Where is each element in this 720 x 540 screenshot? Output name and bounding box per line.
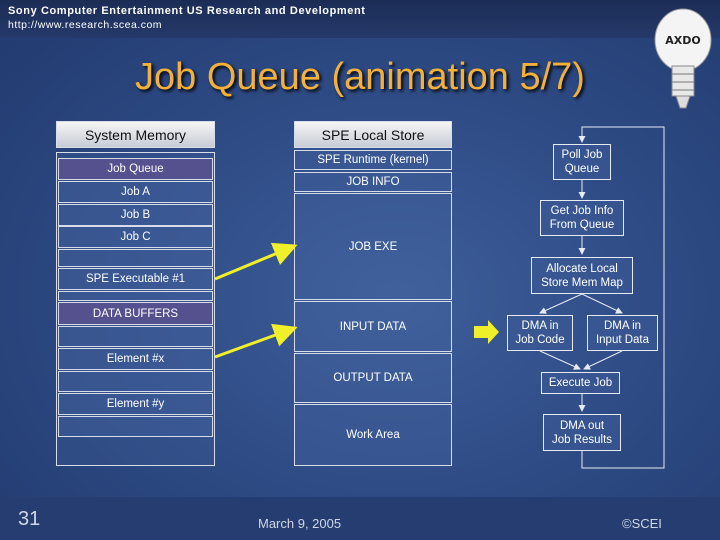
- spe-local-store-header: SPE Local Store: [294, 121, 452, 148]
- spe-job-info: JOB INFO: [294, 172, 452, 192]
- page-number: 31: [18, 508, 41, 530]
- logo: AXDO: [648, 4, 718, 114]
- exe-load-arrow: [214, 242, 298, 281]
- sysmem-empty-5: [58, 416, 213, 437]
- slide-title: Job Queue (animation 5/7): [135, 56, 585, 98]
- flow-execute-job: Execute Job: [541, 372, 620, 394]
- sysmem-empty-2: [58, 291, 213, 301]
- sysmem-data-buffers: DATA BUFFERS: [58, 302, 213, 325]
- current-step-arrow: [474, 320, 499, 344]
- sysmem-job-a: Job A: [58, 181, 213, 203]
- lightbulb-icon: [654, 8, 712, 109]
- flow-get-job-info: Get Job Info From Queue: [540, 200, 624, 236]
- flow-allocate-to-code: [539, 293, 583, 314]
- sysmem-job-queue: Job Queue: [58, 158, 213, 180]
- flow-loop-back: [578, 126, 665, 469]
- flow-input-to-execute: [583, 350, 623, 370]
- sysmem-element-x: Element #x: [58, 348, 213, 370]
- sysmem-empty-3: [58, 326, 213, 347]
- sysmem-job-c: Job C: [58, 226, 213, 248]
- flow-allocate-local-store: Allocate Local Store Mem Map: [531, 257, 633, 294]
- footer-bar: [0, 497, 720, 540]
- sysmem-empty-1: [58, 249, 213, 267]
- footer-copyright: ©SCEI: [622, 516, 662, 531]
- input-load-arrow: [214, 323, 298, 359]
- sysmem-element-y: Element #y: [58, 393, 213, 415]
- spe-output-data: OUTPUT DATA: [294, 353, 452, 403]
- spe-input-data: INPUT DATA: [294, 301, 452, 352]
- company-url: http://www.research.scea.com: [8, 19, 163, 31]
- system-memory-header: System Memory: [56, 121, 215, 148]
- sysmem-spe-executable: SPE Executable #1: [58, 268, 213, 290]
- flow-dma-out-results: DMA out Job Results: [543, 414, 621, 451]
- spe-work-area: Work Area: [294, 404, 452, 466]
- logo-text: AXDO: [665, 34, 701, 47]
- flow-code-to-execute: [539, 350, 581, 370]
- sysmem-job-b: Job B: [58, 204, 213, 226]
- flow-dma-in-job-code: DMA in Job Code: [507, 315, 573, 351]
- company-name: Sony Computer Entertainment US Research …: [8, 5, 366, 17]
- header-bar: [0, 0, 720, 38]
- flow-dma-in-input-data: DMA in Input Data: [587, 315, 658, 351]
- sysmem-empty-4: [58, 371, 213, 392]
- spe-runtime-kernel: SPE Runtime (kernel): [294, 150, 452, 170]
- flow-allocate-to-input: [581, 293, 623, 314]
- footer-date: March 9, 2005: [258, 516, 342, 531]
- flow-poll-job-queue: Poll Job Queue: [553, 144, 611, 180]
- spe-job-exe: JOB EXE: [294, 193, 452, 300]
